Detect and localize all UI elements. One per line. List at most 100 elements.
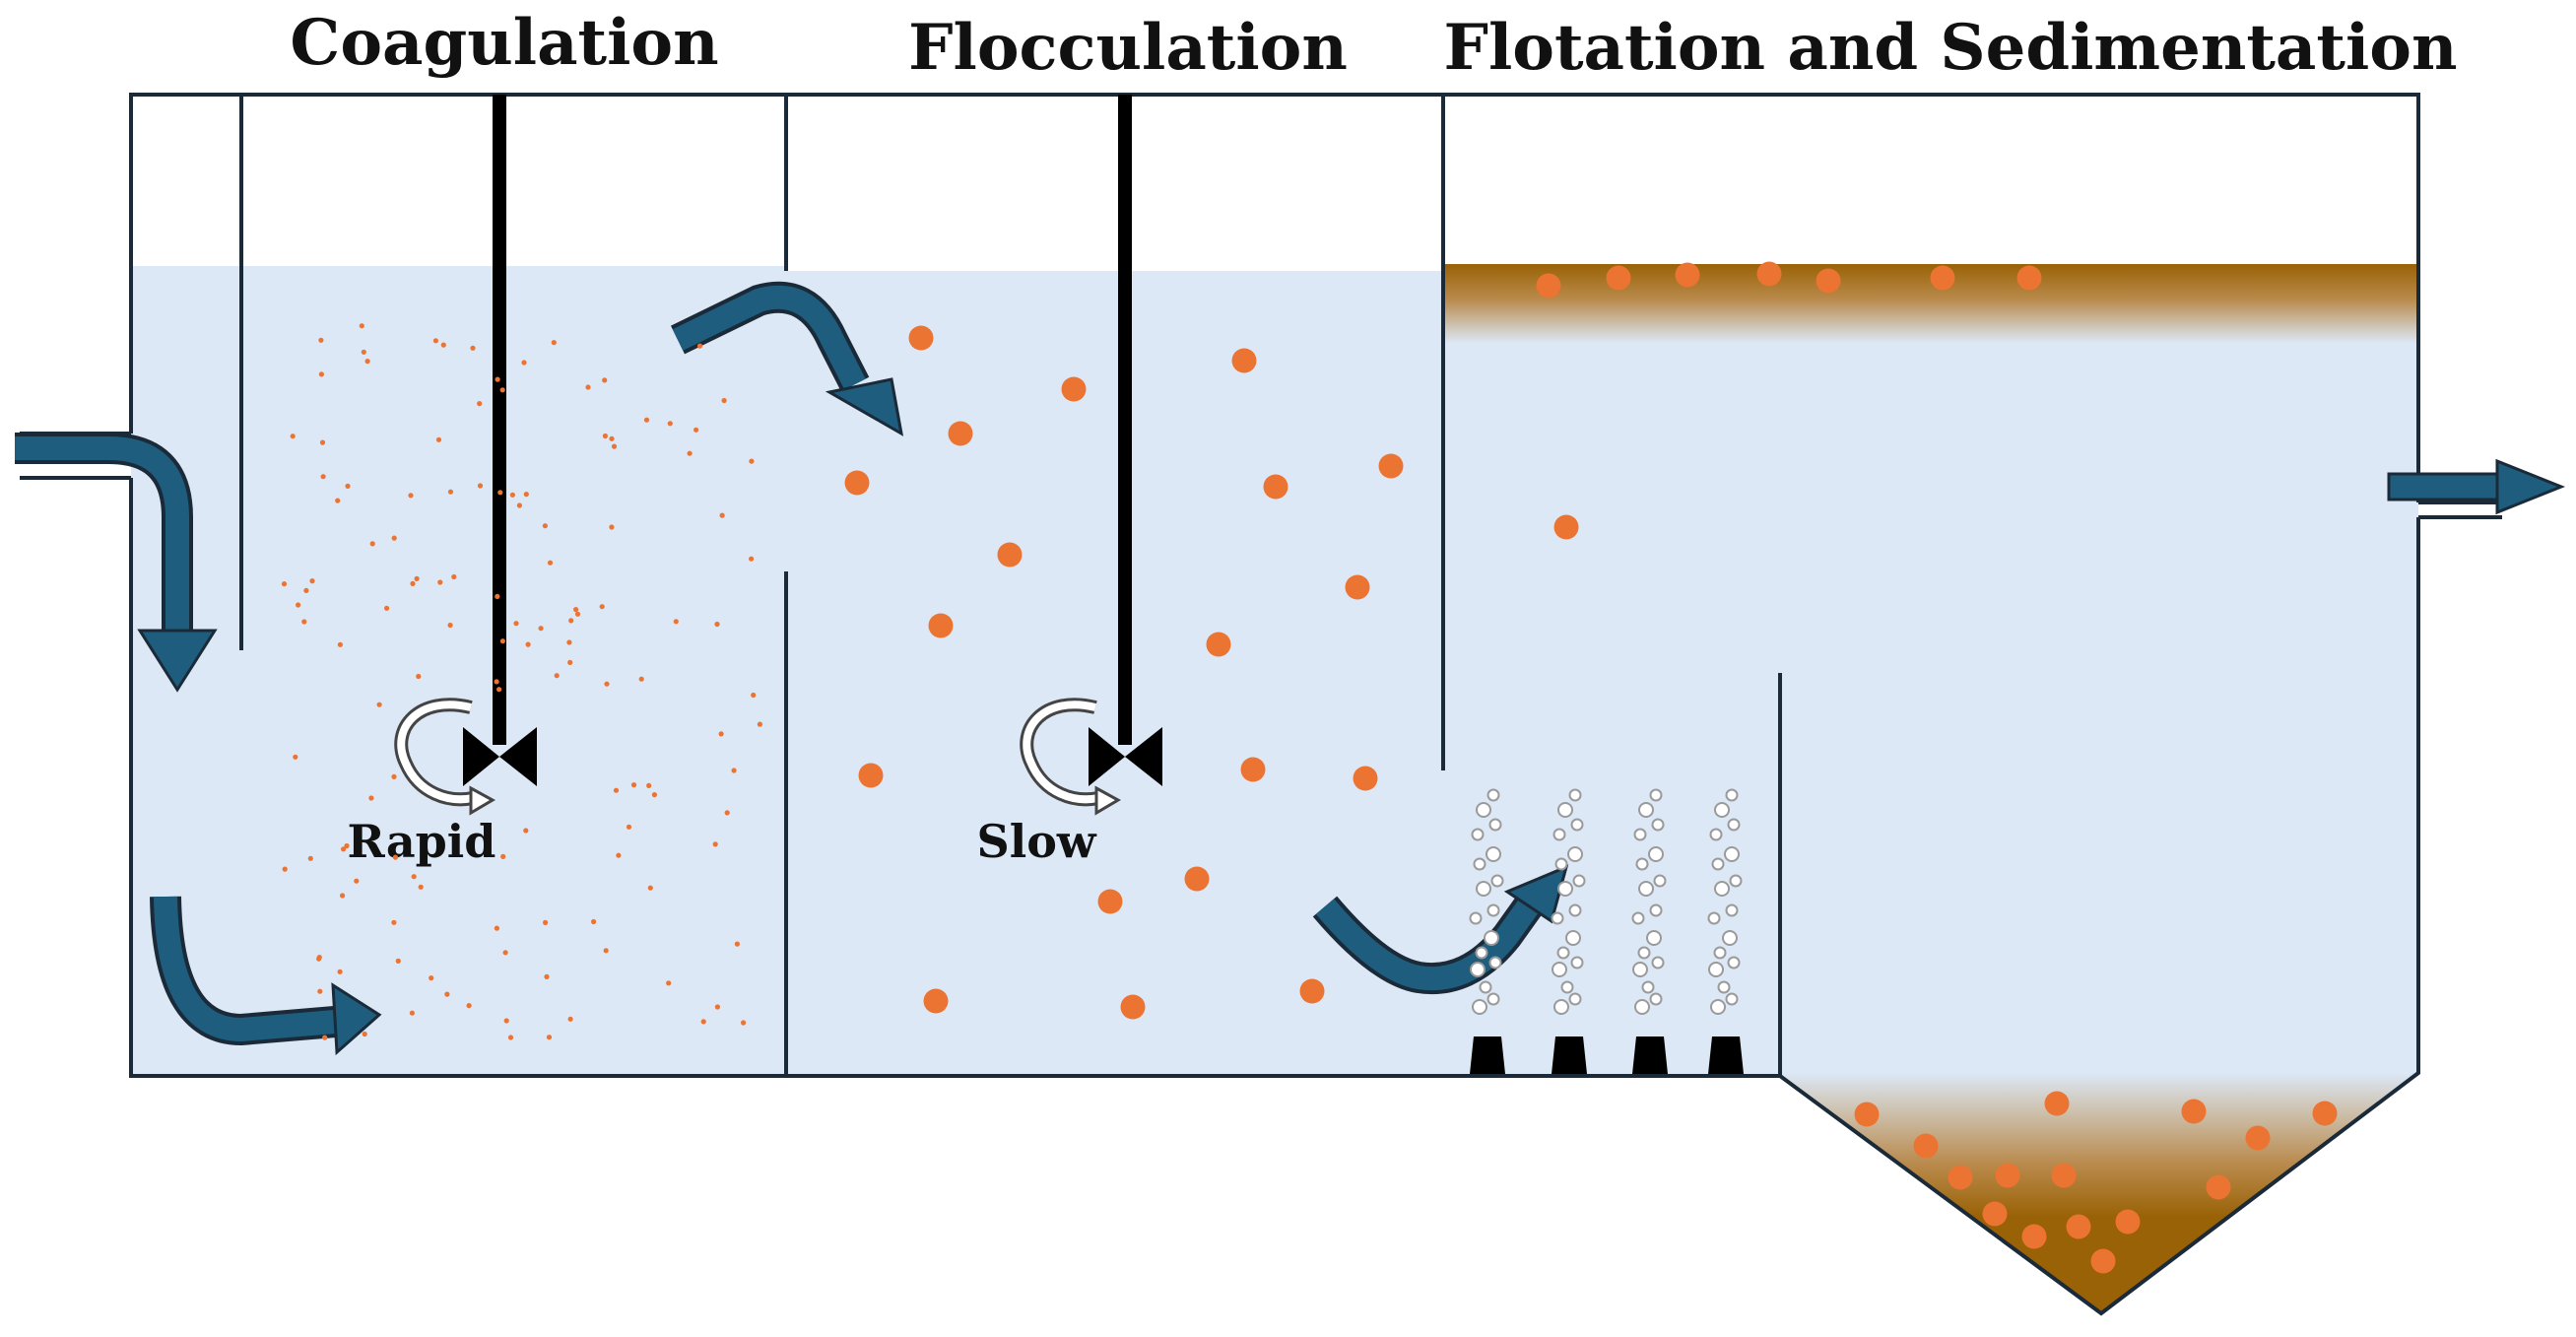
fine-particle: [609, 524, 615, 530]
tank-left-wall-lower: [129, 478, 2420, 1316]
fine-particle: [591, 918, 597, 925]
fine-particle: [414, 575, 420, 582]
fine-particle: [643, 417, 650, 423]
fine-particle: [500, 853, 506, 860]
fine-particle: [523, 492, 529, 498]
air-bubble-icon: [1725, 788, 1739, 802]
air-bubble-icon: [1479, 980, 1492, 994]
floc-particle: [1606, 265, 1631, 291]
fine-particle: [359, 323, 364, 329]
fine-particle: [734, 941, 741, 947]
air-bubble-icon: [1568, 903, 1582, 917]
floc-particles: [844, 261, 2338, 1274]
fine-particle: [337, 641, 343, 647]
fine-particle: [497, 490, 503, 496]
floc-particle: [1930, 265, 1955, 291]
floc-particle: [2090, 1248, 2116, 1274]
air-bubble-icon: [1470, 962, 1486, 977]
fine-particle: [495, 593, 500, 600]
air-bubble-icon: [1486, 846, 1501, 862]
air-bubble-icon: [1710, 999, 1726, 1015]
fine-particle: [749, 458, 755, 464]
fine-particle: [538, 626, 544, 632]
air-bubble-icon: [1554, 857, 1568, 871]
fine-particle: [408, 493, 414, 499]
air-bubble-icon: [1568, 992, 1582, 1006]
floc-particle: [1378, 453, 1404, 479]
fine-particle: [320, 474, 326, 480]
fine-particle: [599, 604, 605, 610]
floc-particle: [1240, 757, 1266, 782]
fine-particle: [376, 702, 382, 707]
air-bubble-icon: [1641, 980, 1655, 994]
floc-particle: [1948, 1165, 1973, 1190]
floc-particle: [2044, 1091, 2070, 1116]
mixer-flocculation: Slow: [977, 95, 1162, 868]
fine-particle: [345, 483, 351, 489]
fine-particle: [391, 773, 397, 780]
fine-particle: [523, 828, 529, 834]
fine-coagulated-particles: [281, 323, 763, 1040]
mixer-shaft-rapid: [493, 95, 506, 745]
air-bubble-icon: [1551, 911, 1564, 925]
floc-particle: [858, 763, 884, 788]
fine-particle: [309, 578, 315, 584]
fine-particle: [354, 878, 360, 884]
fine-particle: [466, 1003, 472, 1009]
fine-particle: [340, 893, 346, 899]
fine-particle: [496, 687, 502, 693]
fine-particle: [440, 342, 446, 348]
fine-particle: [509, 492, 516, 498]
floc-particle: [1995, 1163, 2020, 1188]
floc-particle: [1061, 376, 1087, 402]
fine-particle: [477, 483, 484, 489]
floc-particle: [2115, 1209, 2141, 1235]
air-bubble-icon: [1490, 874, 1504, 888]
fine-particle: [429, 975, 434, 981]
fine-particle: [516, 502, 523, 508]
rotation-arrow-icon: [1020, 698, 1122, 816]
fine-particle: [503, 1018, 509, 1024]
fine-particle: [444, 991, 450, 997]
air-bubble-icon: [1724, 846, 1740, 862]
fine-particle: [604, 681, 610, 687]
fine-particle: [731, 768, 737, 773]
fine-particle: [318, 371, 324, 377]
air-bubble-icon: [1567, 846, 1583, 862]
fine-particle: [602, 433, 609, 439]
air-bubble-icon: [1633, 828, 1647, 841]
air-bubble-icon: [1635, 857, 1649, 871]
air-bubble-icon: [1651, 956, 1665, 969]
outflow-arrow-icon: [2387, 458, 2566, 515]
air-bubble-icon: [1632, 962, 1648, 977]
mixer-label-rapid: Rapid: [348, 815, 496, 868]
air-bubble-icon: [1714, 881, 1730, 897]
floc-particle: [1756, 261, 1782, 287]
air-bubble-icon: [1565, 930, 1581, 946]
fine-particle: [303, 587, 309, 594]
air-bubble-icon: [1570, 956, 1584, 969]
fine-particle: [718, 731, 724, 737]
air-bubble-icon: [1649, 903, 1663, 917]
fine-particle: [543, 919, 549, 926]
floc-particle: [2066, 1214, 2091, 1239]
fine-particle: [499, 638, 505, 644]
fine-particle: [451, 573, 457, 580]
fine-particle: [521, 360, 527, 366]
fine-particle: [447, 622, 453, 629]
air-bubble-icon: [1649, 992, 1663, 1006]
fine-particle: [651, 792, 658, 798]
floc-particle: [1120, 994, 1146, 1020]
floc-particle: [2245, 1125, 2271, 1151]
water-coagulation-basin: [131, 266, 786, 1076]
fine-particle: [724, 810, 730, 816]
air-bubble-icon: [1552, 828, 1566, 841]
fine-particle: [318, 337, 324, 343]
fine-particle: [687, 450, 693, 456]
air-bubble-icon: [1637, 946, 1651, 960]
air-bubble-icon: [1471, 828, 1485, 841]
floc-particle: [844, 470, 870, 496]
air-bubble-icon: [1711, 857, 1725, 871]
fine-particle: [344, 842, 350, 849]
floc-particle: [1982, 1201, 2008, 1227]
